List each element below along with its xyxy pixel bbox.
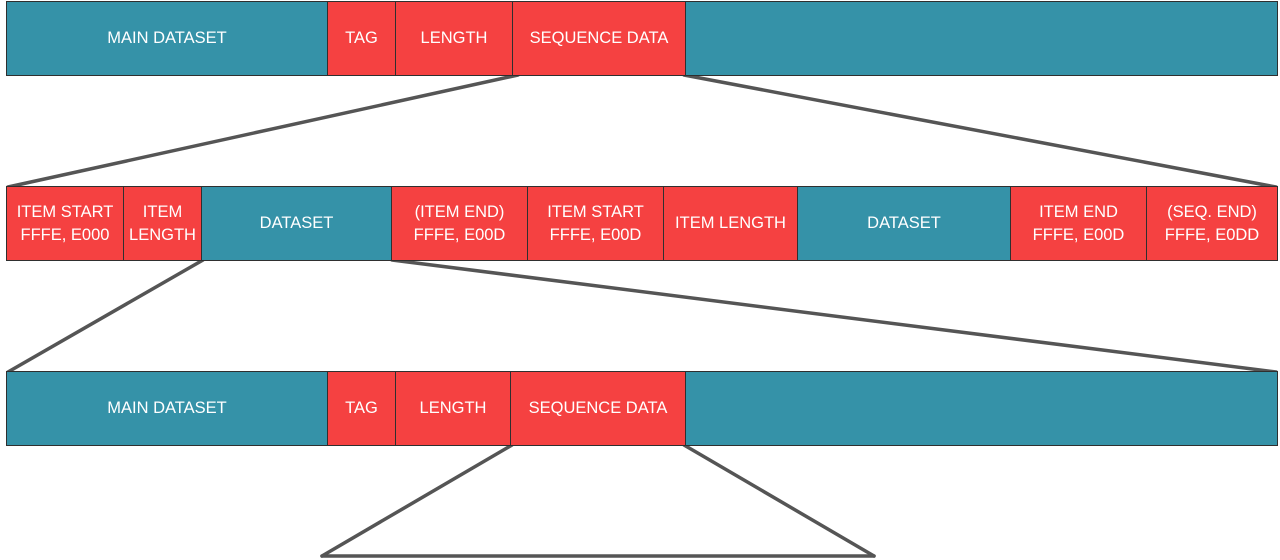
row3-length-block: LENGTH: [395, 371, 511, 446]
row2-item-length-block: ITEM LENGTH: [123, 186, 202, 261]
row1-main-dataset-block: MAIN DATASET: [6, 1, 328, 76]
row3-remainder-block: [685, 371, 1278, 446]
row1-sequence-data-block: SEQUENCE DATA: [512, 1, 686, 76]
connector-row2-left: [6, 258, 205, 374]
connector-row2-right: [390, 258, 1278, 374]
connector-row3-right: [682, 443, 876, 558]
row1-length-block: LENGTH: [395, 1, 513, 76]
row1-remainder-block: [685, 1, 1278, 76]
row2-item2-end-block: ITEM END FFFE, E00D: [1010, 186, 1147, 261]
row2-item2-start-block: ITEM START FFFE, E00D: [527, 186, 664, 261]
connector-row1-right: [682, 73, 1278, 189]
row3-sequence-data-block: SEQUENCE DATA: [510, 371, 686, 446]
row1-tag-block: TAG: [327, 1, 396, 76]
row2-dataset2-block: DATASET: [797, 186, 1011, 261]
row3-tag-block: TAG: [327, 371, 396, 446]
row2-item-end-block: (ITEM END) FFFE, E00D: [391, 186, 528, 261]
row2-seq-end-block: (SEQ. END) FFFE, E0DD: [1146, 186, 1278, 261]
row3-main-dataset-block: MAIN DATASET: [6, 371, 328, 446]
row2-item-start-block: ITEM START FFFE, E000: [6, 186, 124, 261]
connector-row3-left: [320, 443, 514, 558]
row2-item2-length-block: ITEM LENGTH: [663, 186, 798, 261]
row2-dataset-block: DATASET: [201, 186, 392, 261]
connector-row1-left: [6, 73, 520, 189]
